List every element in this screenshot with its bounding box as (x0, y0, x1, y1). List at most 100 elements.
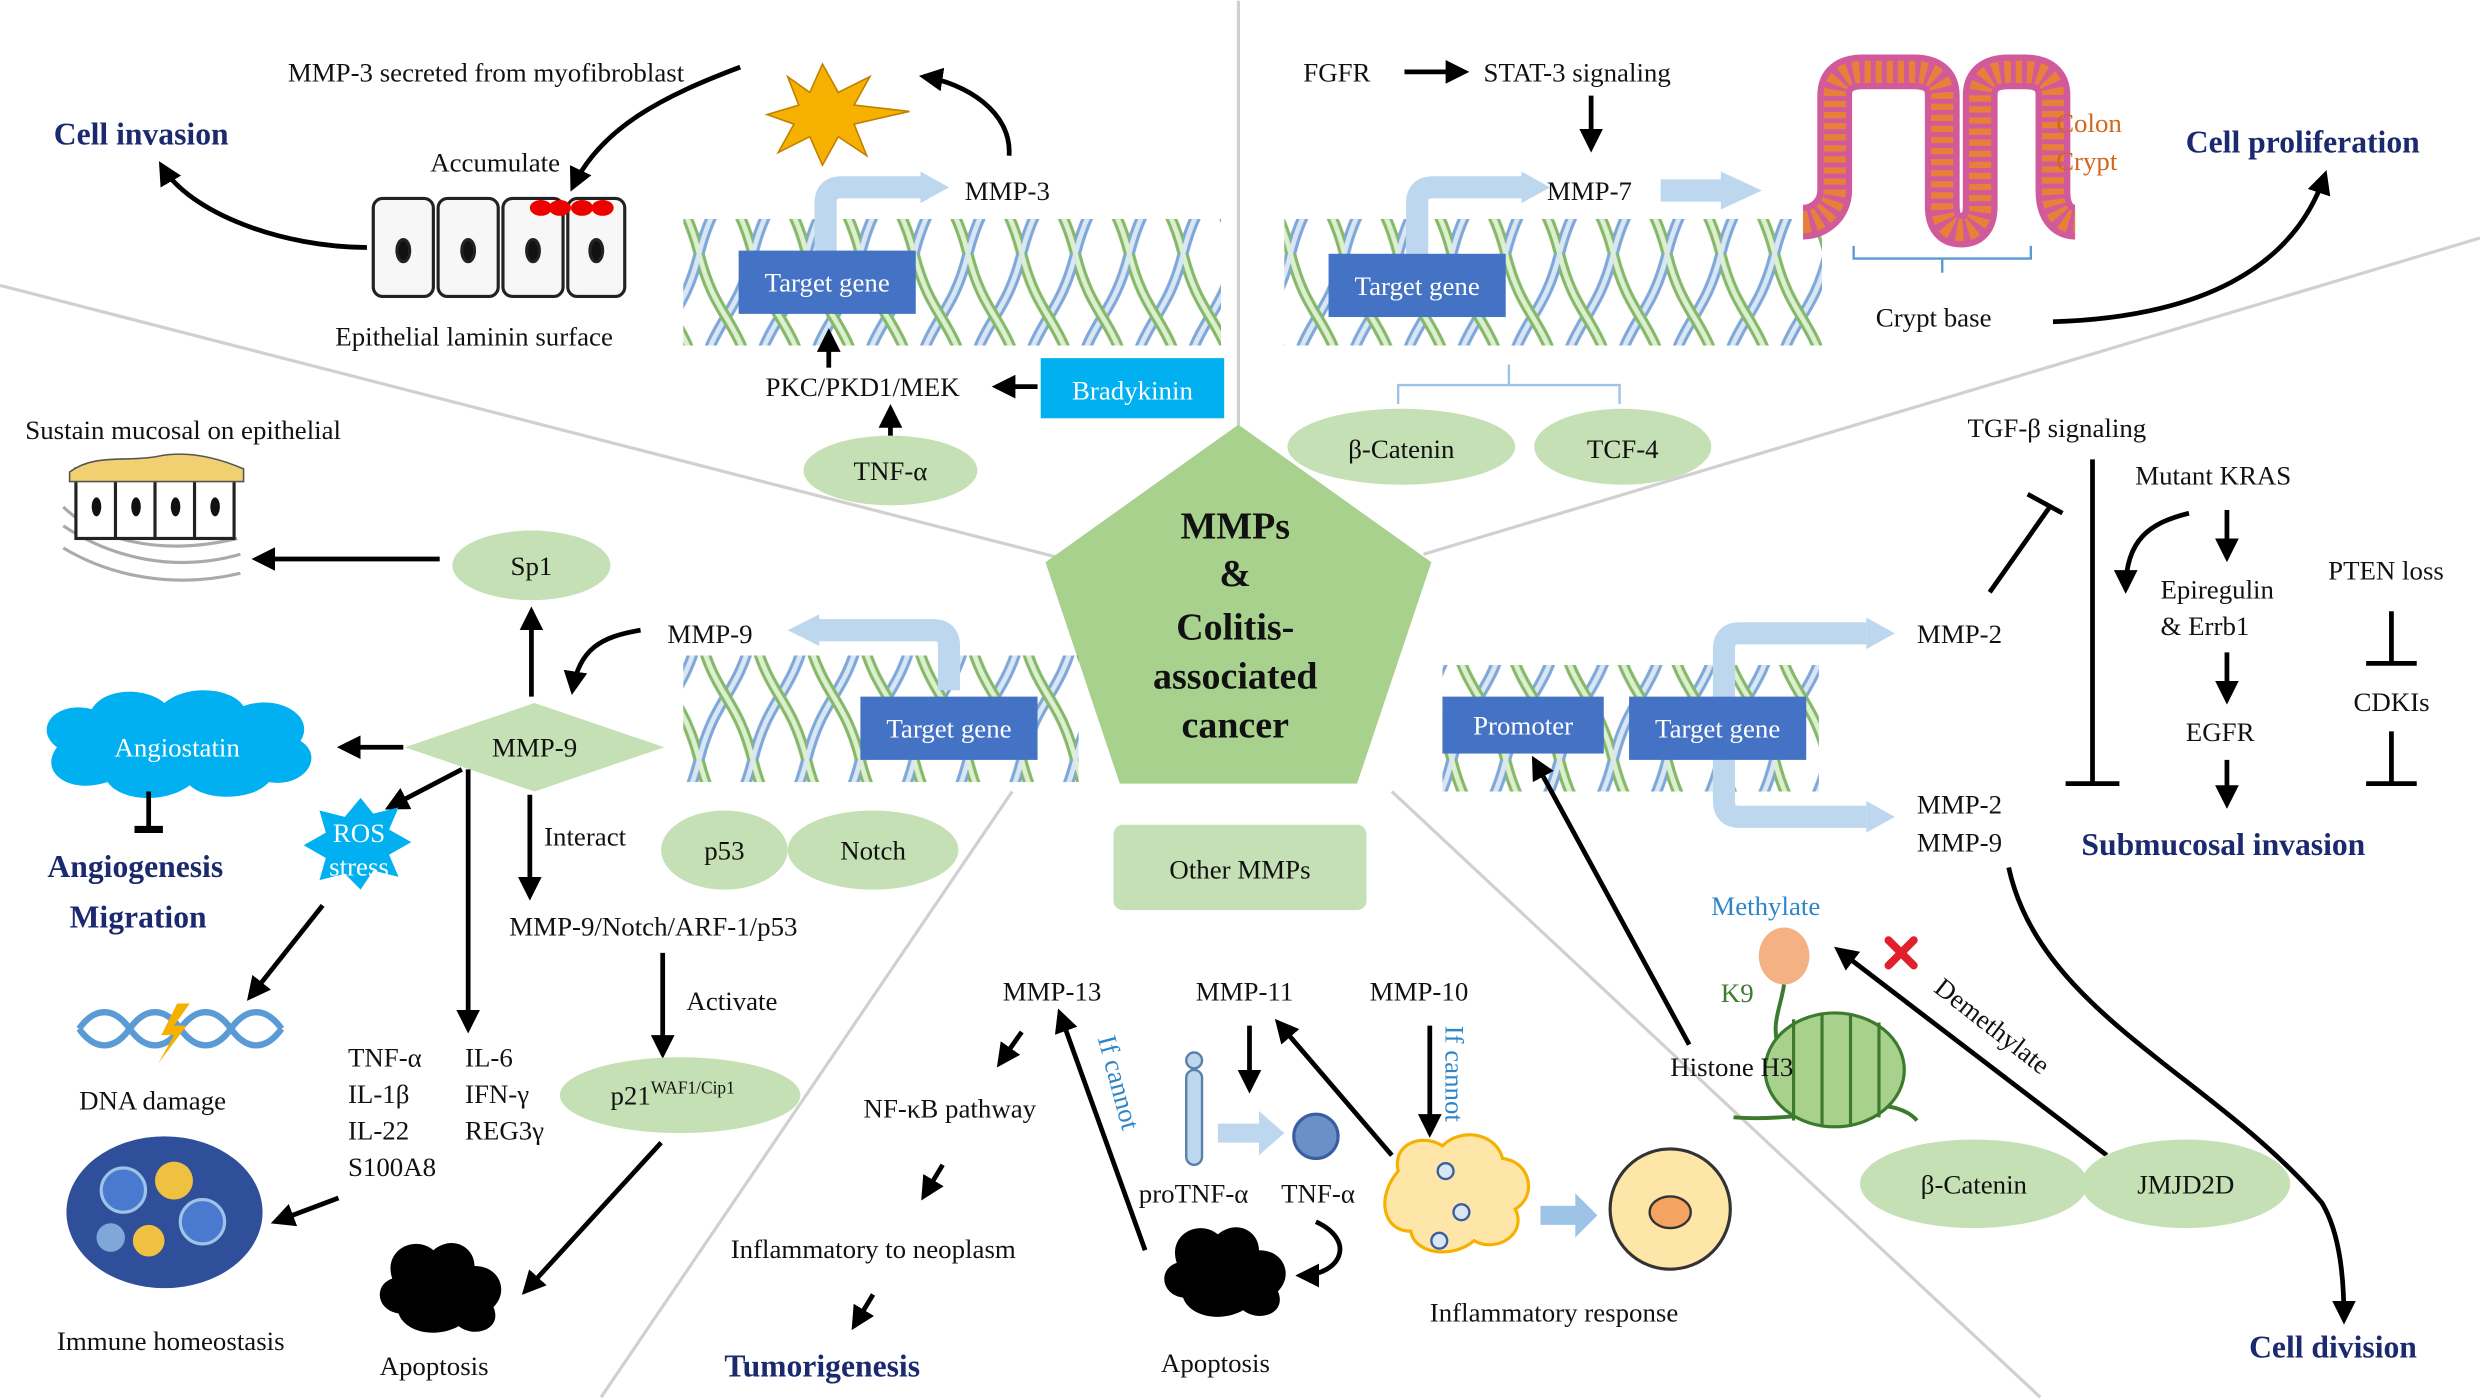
mmp7-to-crypt-arrowhead (1720, 171, 1762, 210)
apoptosis-label-bottom: Apoptosis (1161, 1348, 1270, 1378)
cytokine-6: IFN-γ (465, 1079, 529, 1109)
catenin-oval-top (1287, 408, 1516, 485)
pten-label: PTEN loss (2328, 556, 2444, 586)
center-title-5: cancer (1182, 705, 1290, 747)
tumorigenesis-title: Tumorigenesis (724, 1349, 920, 1384)
mmp2-label-upper: MMP-2 (1917, 619, 2002, 649)
fgfr-label: FGFR (1303, 57, 1370, 87)
center-pentagon (1045, 424, 1432, 784)
histone-label: Histone H3 (1670, 1052, 1793, 1082)
mmp9-label-right: MMP-9 (1917, 828, 2002, 858)
errb1-label: & Errb1 (2161, 611, 2250, 641)
promoter-box (1442, 696, 1604, 754)
tgf-label: TGF-β signaling (1968, 413, 2147, 443)
tcf4-oval (1534, 408, 1712, 485)
notch-oval (787, 810, 959, 890)
transcription-arrow-right-lower (1712, 759, 1867, 828)
ros-burst (303, 797, 412, 890)
mmp2-label-lower: MMP-2 (1917, 790, 2002, 820)
arrow-mmp3-to-myofibroblast (918, 67, 1012, 156)
arrow-mmp9-to-division (2006, 866, 2356, 1325)
transcription-arrow-right-upper (1712, 622, 1867, 697)
colon-label: Colon (2056, 108, 2122, 138)
transcription-arrowhead-top-right (1521, 171, 1550, 204)
tgf-to-mmp2-bar (2026, 492, 2064, 516)
transcription-arrowhead-top-left (920, 171, 949, 204)
tnf-label-bottom: TNF-α (1281, 1179, 1355, 1209)
transcription-arrow-top-right (1406, 176, 1522, 254)
apoptosis-label-left: Apoptosis (380, 1351, 489, 1381)
cytokine-3: IL-22 (348, 1115, 409, 1145)
protnf-to-tnf-arrow (1217, 1111, 1285, 1156)
tgf-to-mmp2-inhibit (1987, 505, 2052, 594)
mmp9-label-left: MMP-9 (667, 619, 752, 649)
complex-label: MMP-9/Notch/ARF-1/p53 (509, 911, 797, 941)
immune-cells-icon (66, 1136, 263, 1289)
mmp11-label: MMP-11 (1196, 976, 1294, 1006)
angiogenesis-title: Angiogenesis (47, 849, 223, 884)
center-title-1: MMPs (1180, 505, 1290, 547)
epithelial-cells-icon (371, 196, 627, 299)
notch-label: Notch (840, 836, 906, 866)
cytokine-1: TNF-α (348, 1043, 422, 1073)
nucleosome-icon (1733, 1011, 1919, 1129)
p53-oval (661, 810, 788, 890)
arrow-tnf-to-apoptosis (1295, 1219, 1343, 1288)
angiostatin-cloud (46, 690, 312, 798)
arrow-apoptosis-to-mmp13 (1054, 1008, 1148, 1252)
round-cell-icon (1608, 1147, 1732, 1271)
inflammatory-cell-icon (1383, 1133, 1531, 1254)
crypt-base-label: Crypt base (1876, 303, 1992, 333)
pkc-label: PKC/PKD1/MEK (766, 372, 961, 402)
egfr-label: EGFR (2186, 717, 2255, 747)
mmp7-label: MMP-7 (1547, 176, 1632, 206)
promoter-label: Promoter (1473, 711, 1573, 741)
p21-oval (559, 1057, 801, 1134)
mmp9-diamond-label: MMP-9 (492, 733, 577, 763)
kras-label: Mutant KRAS (2135, 461, 2291, 491)
arrow-nfkb-to-neoplasm (921, 1163, 945, 1201)
protnf-icon (1185, 1051, 1204, 1166)
sp1-label: Sp1 (511, 551, 553, 581)
arrow-histone-to-promoter (1531, 755, 1692, 1046)
p53-label: p53 (704, 836, 744, 866)
arrow-myofibroblast-to-accumulate (569, 64, 742, 192)
apoptosis-icon-left (379, 1243, 502, 1333)
angiostatin-label: Angiostatin (114, 733, 240, 763)
submucosal-invasion-title: Submucosal invasion (2081, 827, 2365, 862)
center-title-3: Colitis- (1176, 607, 1294, 649)
arrow-ros-to-dna (246, 903, 325, 1001)
mucosa-icon (62, 453, 245, 582)
jmjd2d-oval (2081, 1139, 2291, 1229)
target-gene-label-left: Target gene (886, 714, 1011, 744)
methylate-label: Methylate (1711, 891, 1820, 921)
arrow-cytokines-to-immune (270, 1195, 340, 1227)
sustain-mucosal-label: Sustain mucosal on epithelial (25, 415, 341, 445)
arrow-mmp9-to-ros (384, 767, 463, 810)
tnf-circle-icon (1292, 1112, 1340, 1161)
demethylate-label: Demethylate (1929, 972, 2056, 1080)
inflammatory-neoplasm-label: Inflammatory to neoplasm (731, 1234, 1016, 1264)
p21-label: p21WAF1/Cip1 (611, 1079, 735, 1111)
arrow-inflam-to-mmp11 (1274, 1018, 1394, 1157)
cell-invasion-title: Cell invasion (54, 117, 229, 152)
catenin-tcf-brace (1396, 364, 1621, 405)
interact-label: Interact (544, 821, 627, 851)
target-gene-box-top-left (738, 250, 916, 314)
arrow-neoplasm-to-tumorigenesis (851, 1293, 876, 1331)
bradykinin-box (1040, 358, 1225, 419)
transcription-arrow-left (816, 619, 961, 691)
center-title-4: associated (1153, 656, 1317, 698)
inflammatory-response-label: Inflammatory response (1430, 1297, 1679, 1327)
arrow-kras-curve (2113, 510, 2190, 594)
tcf4-label: TCF-4 (1587, 434, 1659, 464)
laminin-dots-icon (529, 199, 614, 216)
arrow-mmp13-to-nfkb (996, 1030, 1024, 1068)
mmp3-secreted-label: MMP-3 secreted from myofibroblast (288, 57, 685, 87)
target-gene-box-right (1629, 696, 1807, 760)
cytokine-4: S100A8 (348, 1152, 436, 1182)
transcription-arrowhead-left (787, 614, 820, 647)
block-x-icon (1884, 936, 1918, 970)
cytokine-7: REG3γ (465, 1115, 544, 1145)
